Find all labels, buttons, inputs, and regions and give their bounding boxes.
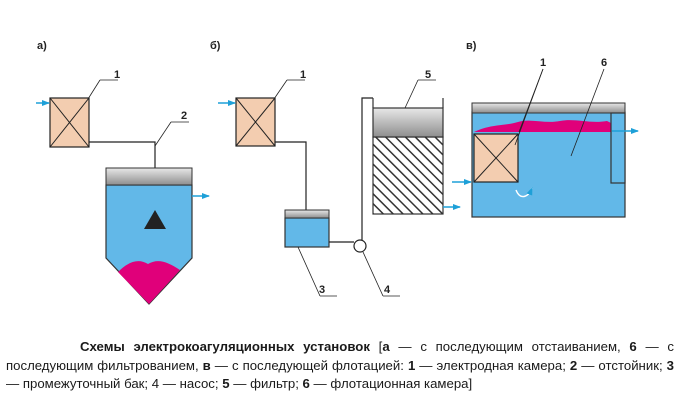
caption-key: а: [382, 339, 390, 354]
callout-a1: 1: [114, 69, 120, 81]
sludge-a: [118, 261, 180, 304]
leader-v6: [570, 68, 605, 157]
electrode-chamber-v: [473, 133, 519, 183]
pipe-b1: [275, 141, 307, 210]
caption-part: — с последующим отстаиванием,: [389, 339, 630, 354]
callout-b5: 5: [425, 69, 431, 81]
callout-b1: 1: [300, 69, 306, 81]
settler-a: [105, 167, 193, 305]
caption-key: 6: [629, 339, 637, 354]
electrode-chamber-b: [235, 97, 276, 147]
leader-a2: [154, 121, 172, 147]
leader-v1b: [514, 68, 544, 146]
callout-a2: 2: [181, 110, 187, 122]
caption-part: — с последующим фильтрованием,: [6, 339, 675, 373]
caption-key: 5: [222, 376, 230, 391]
froth-v: [474, 120, 613, 132]
caption-key: 3: [666, 357, 674, 373]
caption-part: — флотационная камера]: [309, 376, 473, 391]
panel-label-a: а): [37, 40, 47, 52]
circulation-arrow-v: [515, 187, 533, 198]
caption-key: в: [202, 357, 211, 373]
caption-title: Схемы электрокоагуляционных установок: [80, 339, 370, 354]
leader-a1: [87, 79, 101, 100]
pump-b: [353, 239, 367, 253]
figure-caption: Схемы электрокоагуляционных установок [а…: [6, 338, 674, 394]
leader-b4: [362, 251, 384, 297]
panel-label-b: б): [210, 40, 221, 52]
caption-part: — электродная камера;: [415, 357, 570, 373]
caption-key: 1: [407, 357, 416, 373]
electrode-chamber-a: [49, 97, 90, 148]
leader-b3: [297, 246, 321, 297]
leader-b5: [404, 79, 419, 109]
pipe-b3: [361, 97, 373, 240]
leader-b1: [273, 79, 288, 100]
caption-part: — промежуточный бак; 4 — насос;: [6, 376, 223, 391]
callout-v1: 1: [540, 57, 546, 69]
intermediate-tank-b: [284, 209, 330, 248]
caption-part: [: [369, 339, 383, 354]
callout-b4: 4: [384, 284, 391, 296]
callout-b3: 3: [319, 284, 325, 296]
panel-label-v: в): [466, 40, 477, 52]
caption-part: — фильтр;: [229, 376, 303, 391]
caption-key: 2: [569, 357, 578, 373]
caption-key: 6: [302, 376, 310, 391]
diagram-canvas: а) 1 2 б) 1 5: [36, 40, 639, 305]
caption-part: — с последующей флотацией:: [210, 357, 408, 373]
filter-b: [372, 98, 444, 215]
callout-v6: 6: [601, 57, 607, 69]
caption-part: — отстойник;: [577, 357, 667, 373]
